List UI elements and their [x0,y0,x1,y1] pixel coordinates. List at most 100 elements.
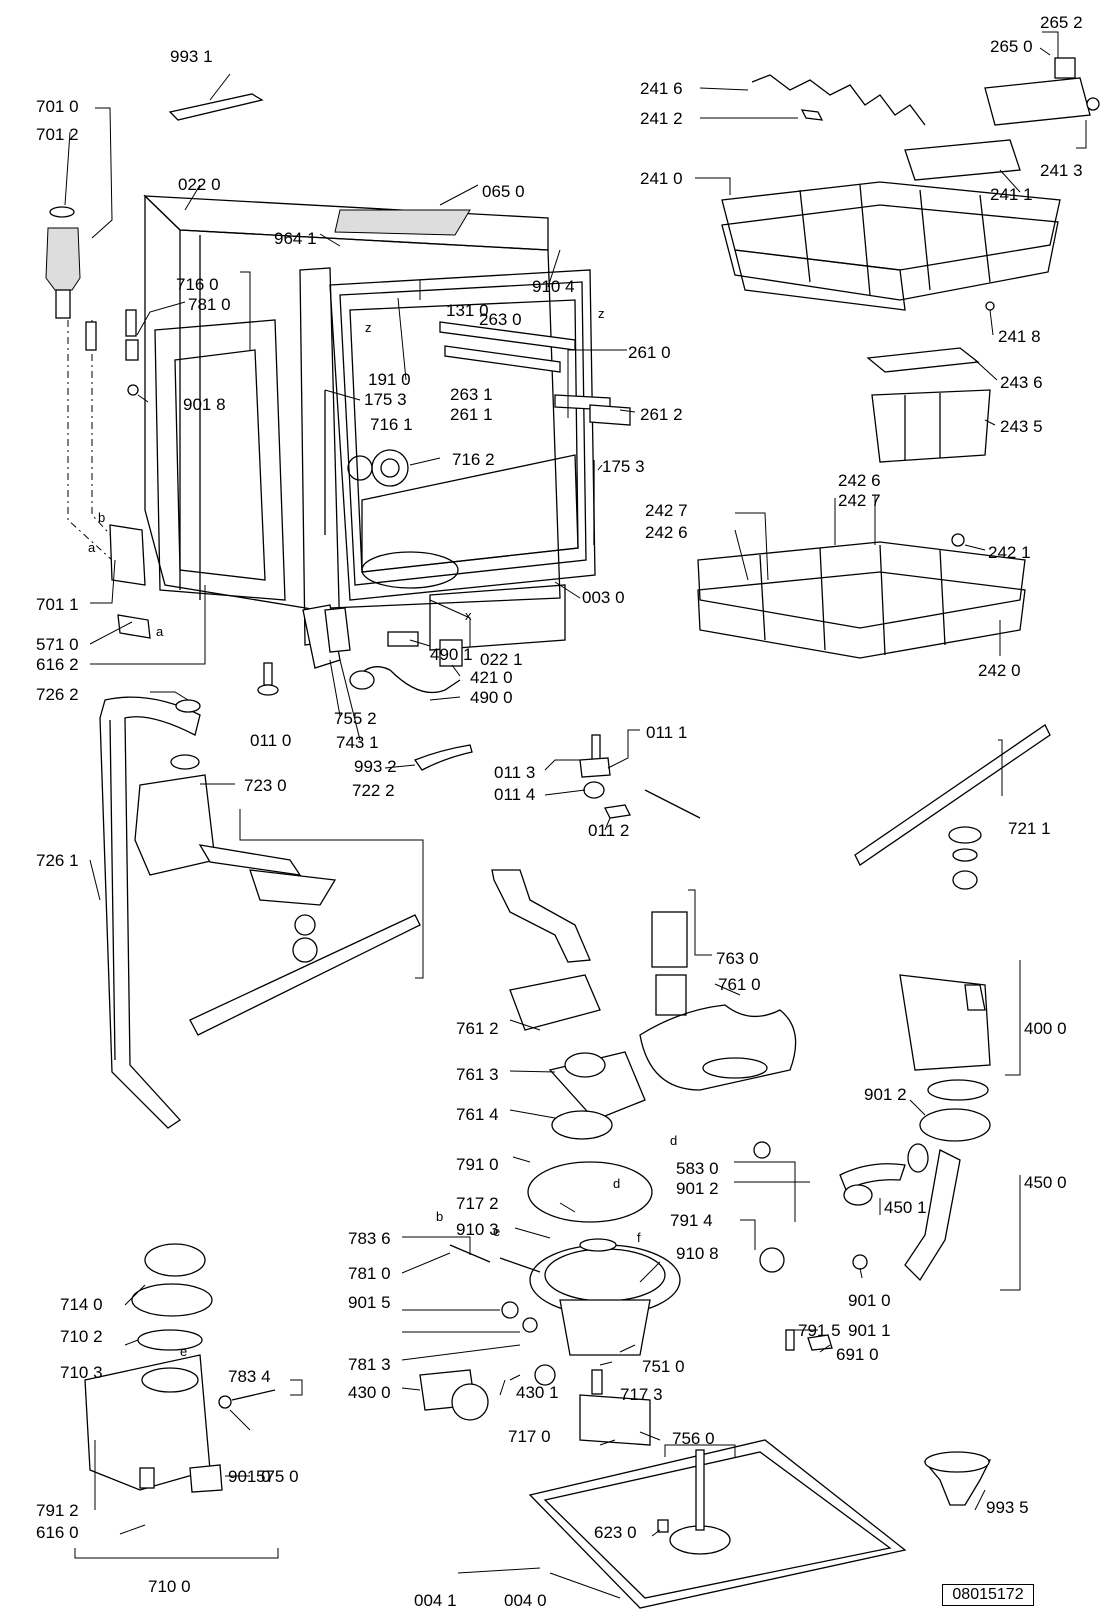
part-label: 241 0 [640,169,683,188]
part-label: 901 1 [848,1321,891,1340]
part-label: 241 8 [998,327,1041,346]
part-label: 910 3 [456,1220,499,1239]
part-label: 781 0 [188,295,231,314]
leader-lines [64,31,1087,1599]
part-label: 400 0 [1024,1019,1067,1038]
part-label: 261 1 [450,405,493,424]
reference-letter: b [436,1209,443,1224]
part-label: 242 7 [838,491,881,510]
part-label: 993 2 [354,757,397,776]
part-label: 011 0 [250,731,291,750]
part-label: 616 2 [36,655,79,674]
part-label: 011 3 [494,763,535,782]
part-label: 430 1 [516,1383,559,1402]
part-label: 175 3 [602,457,645,476]
part-label: 263 0 [479,310,522,329]
part-label: 781 0 [348,1264,391,1283]
reference-letter: d [613,1176,620,1191]
part-label: 743 1 [336,733,379,752]
part-label: 022 1 [480,650,523,669]
part-label: 901 0 [228,1467,271,1486]
part-label: 726 2 [36,685,79,704]
part-drawings [45,57,1100,1609]
reference-letter: b [98,510,105,525]
part-label: 243 5 [1000,417,1043,436]
part-label: 490 1 [430,645,473,664]
part-label: 722 2 [352,781,395,800]
part-label: 571 0 [36,635,79,654]
part-label: 791 2 [36,1501,79,1520]
part-label: 242 1 [988,543,1031,562]
part-label: 781 3 [348,1355,391,1374]
part-label: 004 1 [414,1591,457,1610]
part-label: 241 3 [1040,161,1083,180]
reference-letter: e [180,1344,187,1359]
part-label: 004 0 [504,1591,547,1610]
part-label: 131 0 [446,301,489,320]
part-label: 726 1 [36,851,79,870]
part-label: 761 3 [456,1065,499,1084]
part-label: 003 0 [582,588,625,607]
part-label: 783 4 [228,1367,271,1386]
reference-letter: a [88,540,96,555]
part-label: 910 8 [676,1244,719,1263]
part-label: 993 1 [170,47,213,66]
part-label: 716 0 [176,275,219,294]
part-label: 756 0 [672,1429,715,1448]
part-label: 717 0 [508,1427,551,1446]
part-label: 241 6 [640,79,683,98]
part-label: 901 0 [848,1291,891,1310]
part-label: 791 5 [798,1321,841,1340]
part-label: 241 2 [640,109,683,128]
part-label: 710 0 [148,1577,191,1596]
part-label: 583 0 [676,1159,719,1178]
part-label: 242 6 [645,523,688,542]
part-label: 242 7 [645,501,688,520]
part-label: 421 0 [470,668,513,687]
diagram-id: 08015172 [942,1584,1034,1606]
part-label: 430 0 [348,1383,391,1402]
reference-letter: z [365,320,372,335]
part-label: 623 0 [594,1523,637,1542]
part-label: 717 2 [456,1194,499,1213]
part-label: 763 0 [716,949,759,968]
part-label: 261 2 [640,405,683,424]
part-label: 265 2 [1040,13,1083,32]
part-label: 263 1 [450,385,493,404]
part-label: 265 0 [990,37,1033,56]
reference-letter: z [598,306,605,321]
part-label: 755 2 [334,709,377,728]
part-label: 761 2 [456,1019,499,1038]
part-label: 791 4 [670,1211,713,1230]
part-label: 261 0 [628,343,671,362]
reference-letter: f [637,1230,641,1245]
part-label: 191 0 [368,370,411,389]
part-label: 791 0 [456,1155,499,1174]
reference-letter: a [156,624,164,639]
part-label: 710 2 [60,1327,103,1346]
part-label: 993 5 [986,1498,1029,1517]
reference-letter: x [465,608,472,623]
part-label: 901 2 [864,1085,907,1104]
part-label: 450 1 [884,1198,927,1217]
part-label: 011 2 [588,821,629,840]
reference-letter: e [493,1224,500,1239]
part-label: 011 4 [494,785,535,804]
part-label: 450 0 [1024,1173,1067,1192]
part-label: 022 0 [178,175,221,194]
part-label: 701 0 [36,97,79,116]
part-label: 575 0 [256,1467,299,1486]
part-label: 241 1 [990,185,1033,204]
part-label: 691 0 [836,1345,879,1364]
part-label: 721 1 [1008,819,1051,838]
part-label: 242 0 [978,661,1021,680]
part-label: 716 2 [452,450,495,469]
part-label: 717 3 [620,1385,663,1404]
part-label: 723 0 [244,776,287,795]
part-label: 901 5 [348,1293,391,1312]
part-label: 011 1 [646,723,687,742]
part-label: 761 4 [456,1105,499,1124]
part-label: 901 2 [676,1179,719,1198]
part-label: 761 0 [718,975,761,994]
